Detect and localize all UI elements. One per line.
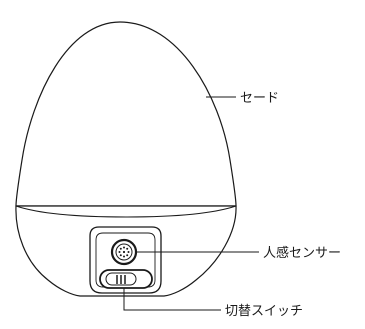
switch-leader-line — [123, 288, 221, 311]
motion-sensor-label: 人感センサー — [263, 245, 341, 261]
switch-grip-lines — [116, 275, 126, 284]
lamp-shade — [15, 21, 237, 207]
sensor-housing-inner — [95, 232, 156, 288]
motion-sensor-dots — [118, 246, 130, 258]
shade-base-seam — [15, 205, 237, 218]
switch-label: 切替スイッチ — [225, 304, 303, 319]
shade-label: セード — [240, 91, 279, 106]
